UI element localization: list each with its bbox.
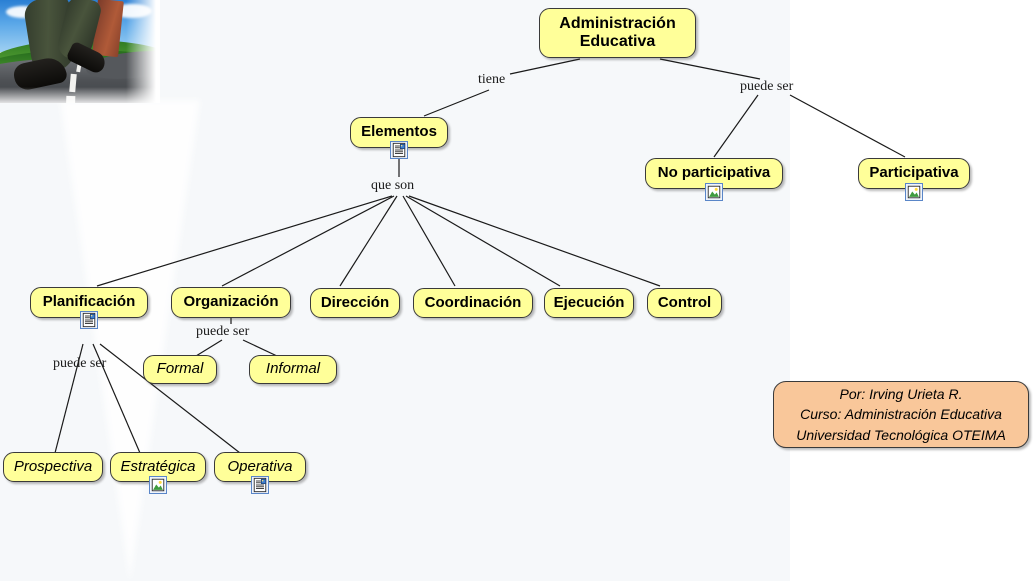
- credit-course: Curso: Administración Educativa: [800, 406, 1002, 423]
- node-organizacion[interactable]: Organización: [171, 287, 291, 318]
- image-icon[interactable]: [149, 476, 167, 494]
- node-direccion[interactable]: Dirección: [310, 288, 400, 318]
- photo-edge-fade: [126, 0, 160, 103]
- node-label: Coordinación: [424, 293, 522, 311]
- node-label: Elementos: [361, 123, 437, 141]
- document-icon[interactable]: [390, 141, 408, 159]
- image-icon[interactable]: [705, 183, 723, 201]
- node-informal[interactable]: Informal: [249, 355, 337, 384]
- node-label: Planificación: [42, 293, 136, 311]
- node-label: Operativa: [227, 457, 293, 475]
- edge-label-tiene: tiene: [478, 72, 506, 87]
- header-photo: [0, 0, 160, 103]
- node-label: Informal: [265, 360, 321, 378]
- edge-label-puede-ser-root: puede ser: [740, 79, 794, 94]
- image-icon[interactable]: [905, 183, 923, 201]
- node-label: Dirección: [320, 293, 390, 311]
- node-label-line2: Educativa: [579, 33, 656, 50]
- node-coordinacion[interactable]: Coordinación: [413, 288, 533, 318]
- document-icon[interactable]: [251, 476, 269, 494]
- node-label-line1: Administración: [559, 15, 676, 33]
- edge-label-que-son: que son: [371, 178, 415, 193]
- node-formal[interactable]: Formal: [143, 355, 217, 384]
- light-beam-watermark: [60, 100, 200, 581]
- edge-label-puede-ser-organizacion: puede ser: [196, 324, 250, 339]
- node-label: Estratégica: [120, 457, 196, 475]
- edge-label-puede-ser-planificacion: puede ser: [53, 356, 107, 371]
- node-control[interactable]: Control: [647, 288, 722, 318]
- node-planificacion[interactable]: Planificación: [30, 287, 148, 318]
- node-label: Ejecución: [553, 293, 625, 311]
- node-label: Participativa: [869, 164, 959, 182]
- document-icon[interactable]: [80, 311, 98, 329]
- node-administracion-educativa[interactable]: Administración Educativa: [539, 8, 696, 58]
- credit-university: Universidad Tecnológica OTEIMA: [796, 426, 1006, 443]
- node-label: Formal: [156, 360, 204, 378]
- credit-box[interactable]: Por: Irving Urieta R. Curso: Administrac…: [773, 381, 1029, 448]
- photo-edge-fade: [0, 87, 160, 103]
- node-label: Organización: [183, 293, 279, 311]
- node-label: Prospectiva: [13, 457, 93, 475]
- node-prospectiva[interactable]: Prospectiva: [3, 452, 103, 482]
- credit-author: Por: Irving Urieta R.: [839, 386, 963, 403]
- node-label: Control: [657, 293, 712, 311]
- node-ejecucion[interactable]: Ejecución: [544, 288, 634, 318]
- node-label: No participativa: [657, 164, 771, 182]
